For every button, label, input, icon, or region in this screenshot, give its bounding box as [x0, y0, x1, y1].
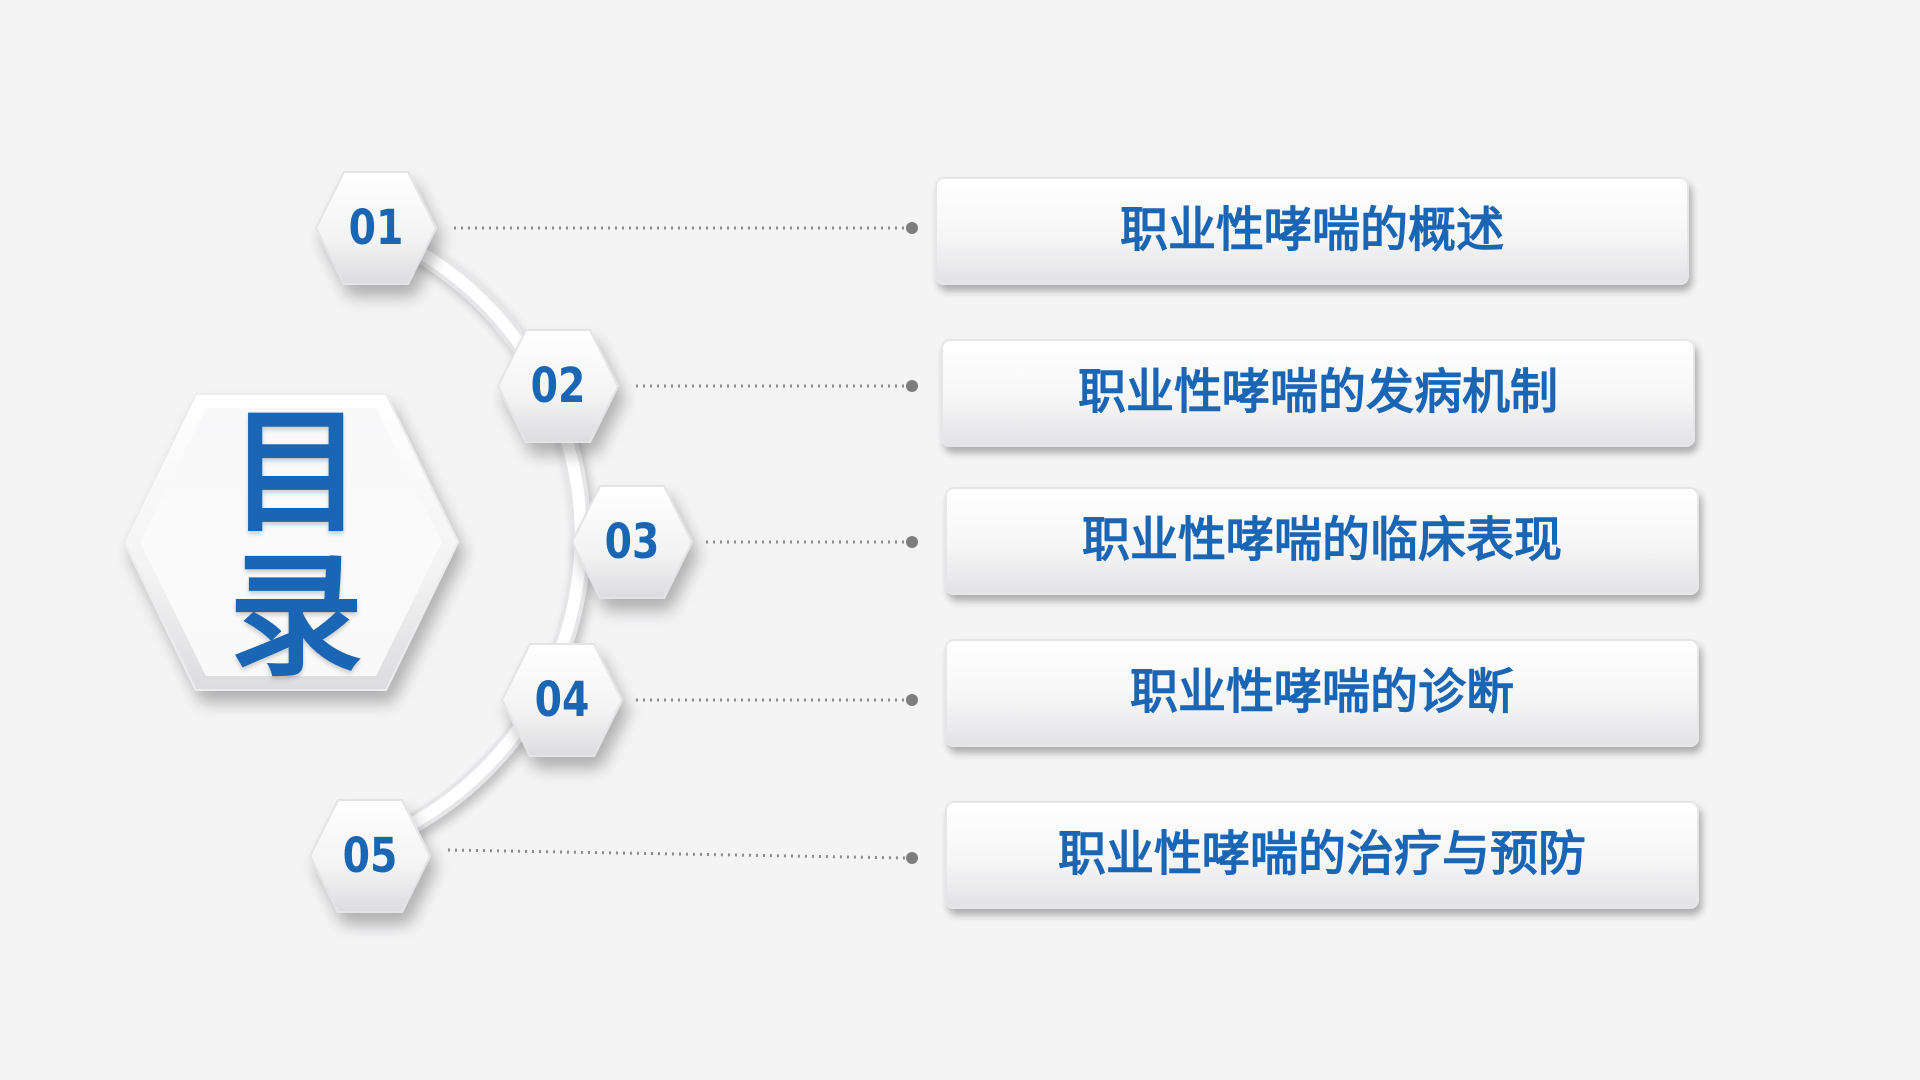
- label-bar-2: [941, 339, 1695, 447]
- label-bar-4: [945, 639, 1699, 747]
- number-2: 02: [530, 358, 586, 414]
- number-hexagon-5: [308, 799, 432, 913]
- number-3: 03: [604, 514, 660, 570]
- item-label-2[interactable]: 职业性哮喘的发病机制: [1077, 364, 1558, 420]
- number-hexagon-1: [314, 171, 438, 285]
- item-label-5[interactable]: 职业性哮喘的治疗与预防: [1057, 826, 1586, 882]
- title-hexagon: [122, 393, 460, 691]
- number-hexagon-3: [570, 485, 694, 599]
- title-char-2: 录: [228, 539, 363, 695]
- title-char-1: 目: [228, 395, 363, 551]
- number-4: 04: [534, 672, 590, 728]
- leader-dot-3: [906, 536, 918, 548]
- leader-dot-4: [906, 694, 918, 706]
- item-label-3[interactable]: 职业性哮喘的临床表现: [1081, 512, 1562, 568]
- leader-line-5: [447, 848, 907, 860]
- label-bar-5: [945, 801, 1699, 909]
- number-hexagon-2: [496, 329, 620, 443]
- leader-dot-1: [906, 222, 918, 234]
- leader-dot-2: [906, 380, 918, 392]
- item-label-1[interactable]: 职业性哮喘的概述: [1119, 202, 1504, 258]
- number-5: 05: [342, 828, 398, 884]
- label-bar-3: [945, 487, 1699, 595]
- item-label-4[interactable]: 职业性哮喘的诊断: [1129, 664, 1514, 720]
- leader-lines: [447, 226, 907, 860]
- label-bar-1: [935, 177, 1689, 285]
- leader-dots: [906, 222, 918, 864]
- leader-dot-5: [906, 852, 918, 864]
- number-hexagon-4: [500, 643, 624, 757]
- number-1: 01: [348, 200, 404, 256]
